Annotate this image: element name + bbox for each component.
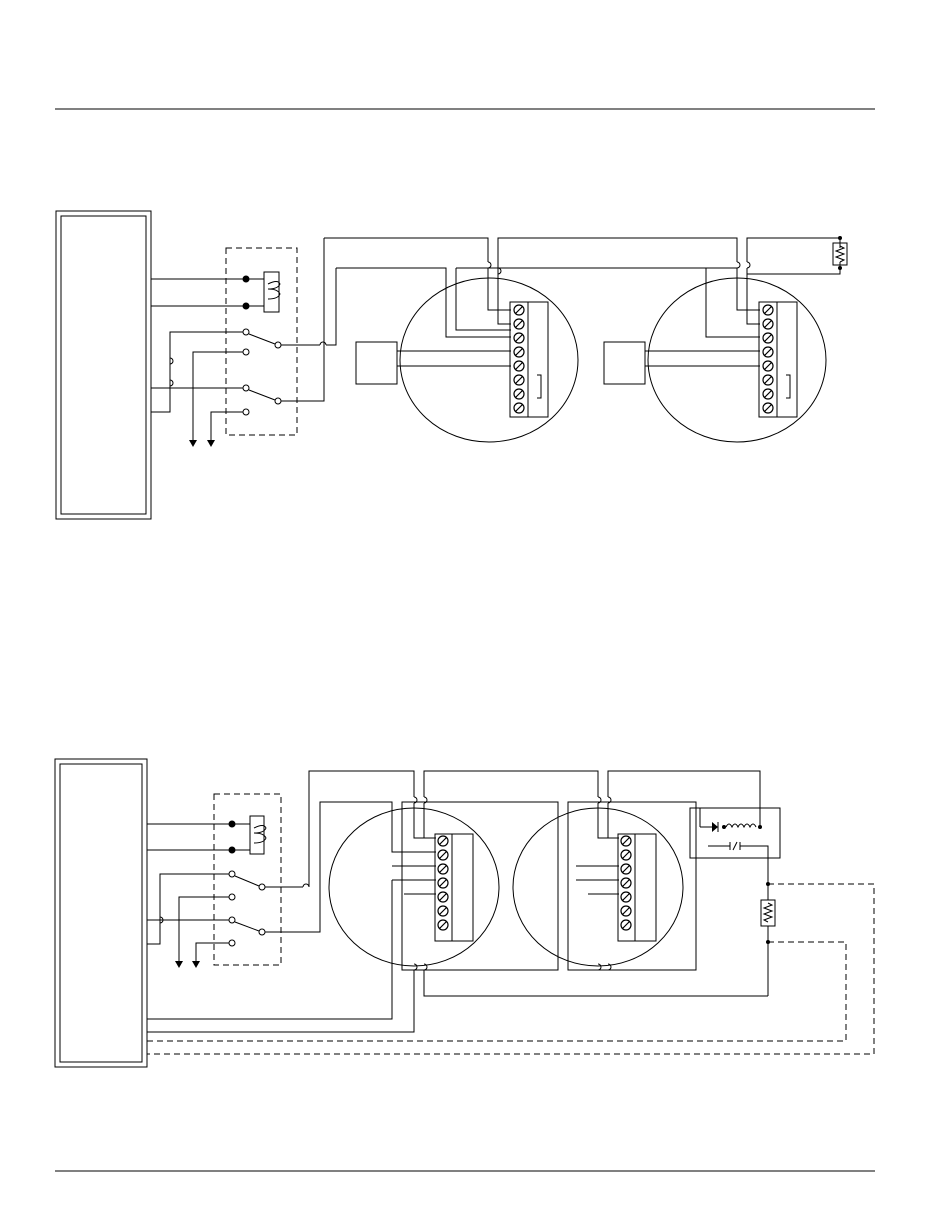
relay-coil-lower: [147, 816, 266, 854]
end-of-line-relay-lower: [690, 808, 780, 944]
dashed-return-wire-1: [147, 884, 874, 1054]
detector-module-lower-right: [424, 771, 760, 970]
remote-box-upper-left: [356, 342, 397, 384]
control-panel-upper: [56, 211, 151, 519]
upper-wiring-diagram: [56, 211, 847, 519]
loop-wire-upper-top: [498, 238, 737, 262]
remote-box-upper-right: [604, 342, 645, 384]
control-panel-lower: [55, 759, 147, 1067]
relay-contacts-lower: [147, 771, 436, 968]
detector-module-lower-left: [147, 797, 768, 1032]
terminal-screws: [438, 305, 773, 930]
relay-enclosure-upper: [226, 248, 297, 435]
relay-coil-upper: [151, 272, 280, 312]
detector-module-upper-left: [324, 238, 578, 442]
lower-wiring-diagram: [55, 759, 874, 1067]
relay-contacts-upper: [151, 238, 336, 447]
dashed-return-wire-2: [147, 942, 846, 1041]
detector-module-upper-right: [604, 236, 847, 442]
relay-enclosure-lower: [214, 794, 281, 965]
